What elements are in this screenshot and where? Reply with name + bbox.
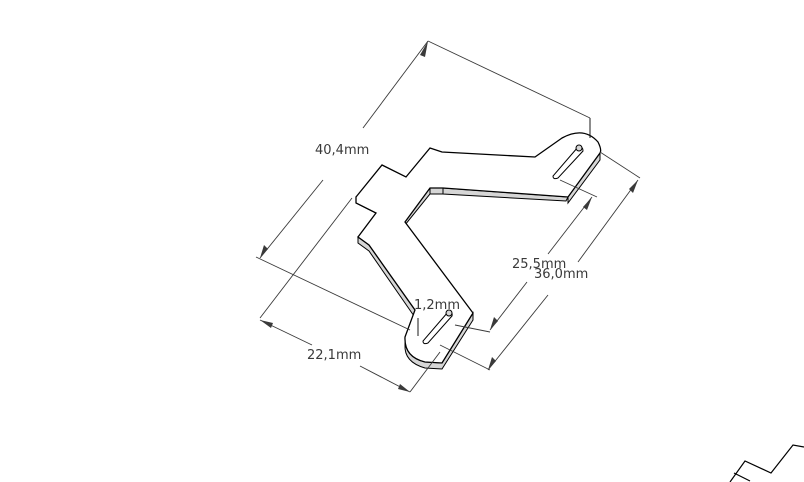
dimension-label-25-5[interactable]: 25,5mm: [512, 257, 567, 272]
axis-stub: [729, 444, 804, 482]
dimension-arrows: [260, 41, 638, 392]
dimension-label-1-2[interactable]: 1,2mm: [414, 298, 461, 313]
slot-end: [445, 309, 453, 317]
dimension-label-40-4[interactable]: 40,4mm: [315, 143, 370, 158]
dimension-label-36-0[interactable]: 36,0mm: [534, 267, 589, 282]
slot-end: [575, 144, 583, 152]
side-face: [429, 187, 444, 195]
dimension-lines: [255, 40, 641, 393]
slots: [422, 144, 584, 345]
dimension-label-22-1[interactable]: 22,1mm: [307, 348, 362, 363]
